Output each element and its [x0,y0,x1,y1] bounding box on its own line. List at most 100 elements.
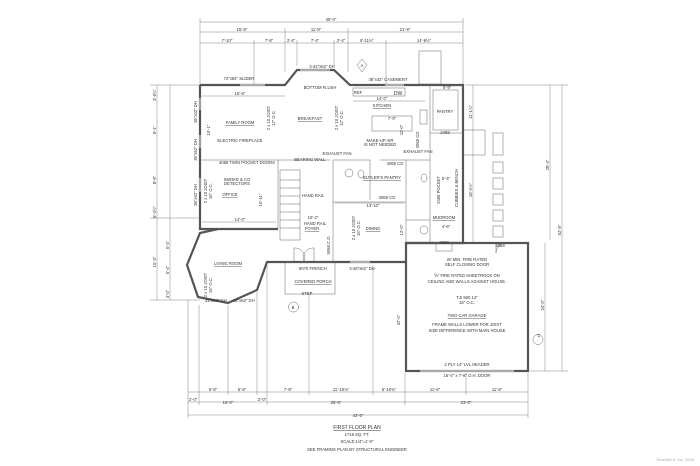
note: BEARING WALL [294,157,326,162]
note: CEILING AND WALLS AGAINST HOUSE. [428,279,506,284]
dim: 13'-10" [367,203,381,208]
note: DETECTORS [224,181,250,186]
note: HAND RAIL [302,193,325,198]
room-labels: FAMILY ROOM BREAKFAST KITCHEN PANTRY OFF… [214,103,487,318]
dim-overall-bottom: 43'-5" [353,413,364,418]
dim: 11'-8" [311,27,322,32]
note: IS NOT NEEDED [364,142,397,147]
note: 12" O.C. [339,110,344,126]
room-office: OFFICE [222,192,238,197]
room-foyer: FOYER [305,226,319,231]
dim: 5'-8" [209,387,218,392]
room-breakfast: BREAKFAST [298,116,323,121]
dim: 5'-10¾" [382,387,397,392]
note: TJI 560 14" [456,295,478,300]
dim: 3'-0" [165,289,170,298]
note: 36"x62" DH [193,101,198,123]
note: 20 MIN. FIRE RATED [447,257,487,262]
note: 36"x62" DH [193,184,198,206]
dim: 15'-0" [223,400,234,405]
room-garage: TWO CAR GARAGE [448,313,487,318]
note: HAND RAIL [304,221,327,226]
dim: 25'-5" [331,400,342,405]
note: 2468 POCKET [436,176,441,204]
note: BOTTOM FLUSH [304,85,337,90]
dim: 11'-6" [430,387,441,392]
interior-dimensions: 15'-5" 14'-0" 7'-0" 5'-9" 13'-10" 14'-0"… [202,85,452,325]
dim: 7'-10" [222,38,233,43]
note: 36"x62" DH [193,139,198,161]
note: 2 x 10 JOIST [351,215,356,240]
dim: 15'-8" [237,27,248,32]
dim: 11'-6" [492,387,503,392]
bottom-dimensions: 5'-8" 5'-6" 7'-8" 11'-10¾" 5'-10¾" 11'-6… [187,265,529,418]
note: FRAME WALLS LOWER FOR JOIST [432,322,502,327]
dim: 8'-9" [152,175,157,184]
dim: 10'-11" [258,193,263,206]
dim: 14'-0" [377,96,388,101]
dim: 32'-0" [396,314,401,325]
note: 2 x 10 JOIST [203,178,208,203]
left-dimensions: 3'-5½" 9'-1" 8'-9" 6'-4½" 15'-3" 5'-4" 5… [150,84,200,301]
note: REF [354,90,363,95]
dim: 11'-0" [399,124,404,135]
note: 3068 CO [415,131,420,149]
room-family-room: FAMILY ROOM [226,120,255,125]
dim: 6'-4½" [152,206,157,218]
dim: 3'-5½" [152,89,157,101]
dim: 23'-0" [461,400,472,405]
note: 32"x62" DH [233,298,255,303]
note: 16" O.C. [208,277,213,293]
note: SELF CLOSING DOOR [445,262,489,267]
dim: 15'-1" [206,124,211,135]
dim: 6'-11½" [360,38,374,43]
dim: 5'-4" [442,176,451,181]
note: 2868 [439,240,449,245]
note: EXHAUST FAN [403,149,432,154]
note: 16'-0" x 7'-8" O.H. DOOR [444,373,491,378]
note: SIZE DIFFERENCE WITH MAIN HOUSE [429,328,506,333]
room-kitchen: KITCHEN [373,103,391,108]
note: EXHAUST FAN [322,151,351,156]
dim-overall-top: 49'-0" [326,17,337,22]
dim: 5'-9" [443,85,452,90]
note: 5068 C.O. [326,235,331,254]
note: 2 x 10 JOIST [334,105,339,130]
note: CUBBIES & BENCH [454,169,459,207]
dim: 21'-8" [400,27,411,32]
dim: 5'-4" [165,240,170,249]
dim: 2'-0" [258,397,267,402]
note: ⅝" FIRE RATED SHEETROCK ON [434,273,499,278]
dim: 5'-4" [165,265,170,274]
note: 48"x42" CASEMENT [369,77,408,82]
dim: 24'-0" [540,299,545,310]
note: 2 x 10 JOIST [266,105,271,130]
dim: 2'-4" [287,38,296,43]
room-pantry: PANTRY [437,109,454,114]
note: 2468 [440,130,450,135]
room-butlers-pantry: BUTLER'S PANTRY [363,175,401,180]
dim: 2'-4" [337,38,346,43]
note: 72"x84" SLIDER [224,76,255,81]
section-marker-b: B [292,305,295,310]
dim: 14'-6½" [417,38,432,43]
plan-scale: SCALE:1/4"=1'-0" [341,439,375,444]
right-dimensions: 29'-4" 52'-8" 11'-1½" 18'-1½" 24'-0" [462,84,568,372]
dim: 11'-1½" [468,105,473,119]
dim: 14'-0" [235,217,246,222]
note: ELECTRIC FIREPLACE [217,138,262,143]
note: 2-32"x62" DH [309,64,334,69]
note: 16" O.C. [356,220,361,236]
plan-notes: 72"x84" SLIDER 2-32"x62" DH BOTTOM FLUSH… [193,64,506,378]
dim: 18'-1½" [468,182,473,197]
section-marker-a: A [361,63,364,68]
note: 16" O.C. [459,300,475,305]
dim: 29'-4" [545,159,550,170]
watermark: SmartMLS, Inc. 2025 [656,457,694,462]
dim: 10'-2" [308,215,319,220]
plan-note: SEE FRAMING PLAN BY STRUCTURAL ENGINEER [307,447,407,452]
note: 6070 FRENCH [299,266,327,271]
note: STEP [302,291,313,296]
note: DW [394,91,403,97]
